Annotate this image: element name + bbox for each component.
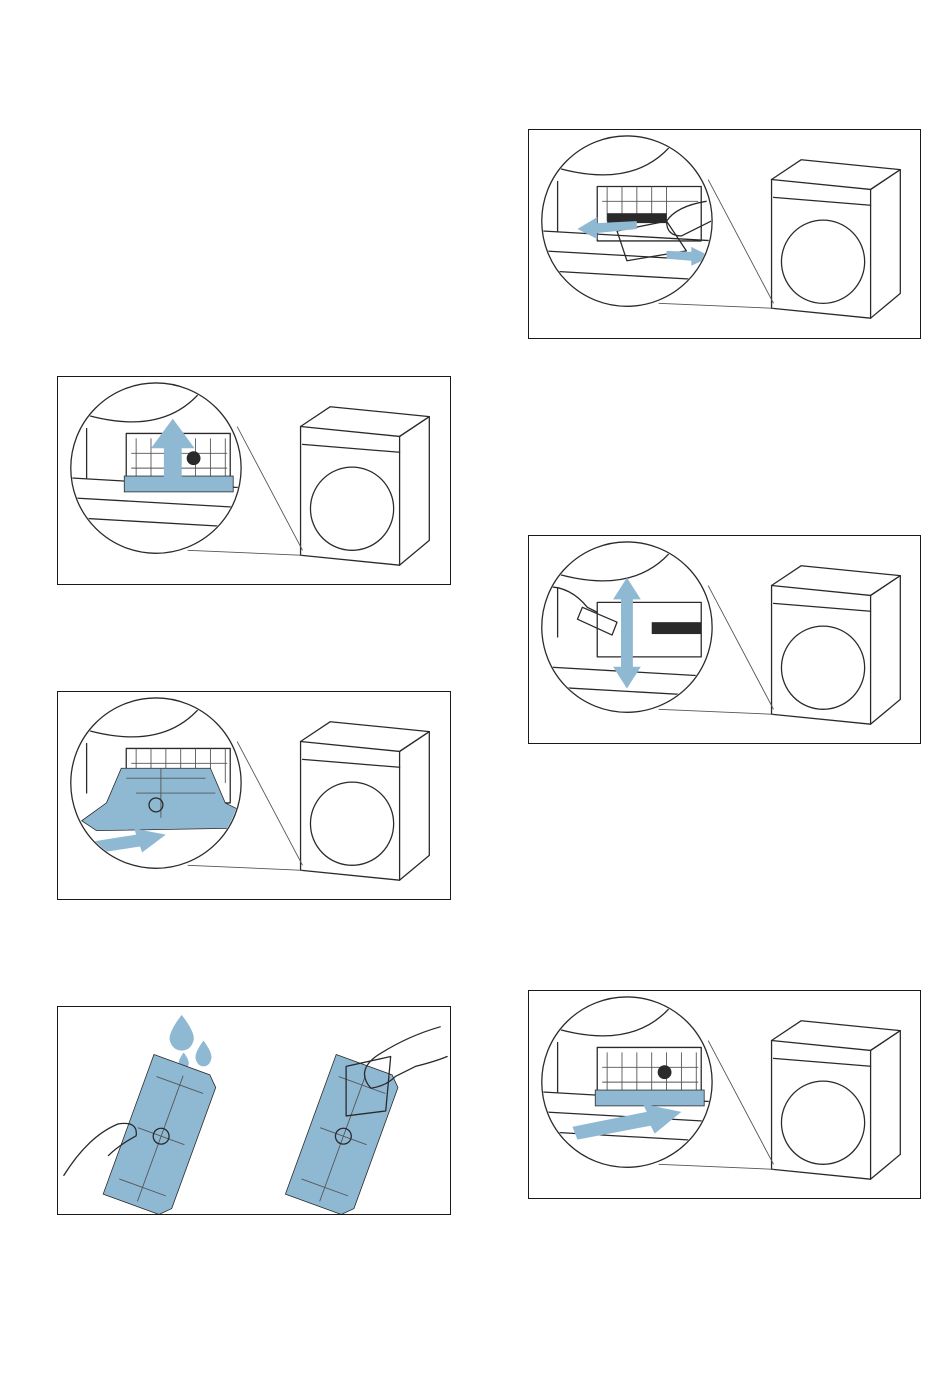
illustration-pull-out-filter xyxy=(58,692,450,899)
illustration-rinse-filter xyxy=(58,1007,450,1214)
hand xyxy=(667,201,721,236)
figure-step-6-insert-filter xyxy=(528,990,921,1199)
figure-step-5-vacuum-slot xyxy=(528,535,921,744)
arrow-in-icon xyxy=(572,1104,681,1140)
illustration-wipe-slot xyxy=(529,130,920,338)
water-drops-icon xyxy=(170,1015,212,1070)
arrow-up-down-icon xyxy=(613,578,641,689)
figure-step-4-wipe-filter-slot xyxy=(528,129,921,339)
illustration-lift-handle xyxy=(58,377,450,584)
illustration-vacuum-slot xyxy=(529,536,920,743)
figure-step-3-rinse-and-wipe-filter xyxy=(57,1006,451,1215)
illustration-insert-filter xyxy=(529,991,920,1198)
arrow-out-icon xyxy=(87,829,166,855)
figure-step-2-pull-out-filter xyxy=(57,691,451,900)
arrow-up-icon xyxy=(151,419,195,478)
figure-step-1-lift-handle xyxy=(57,376,451,585)
